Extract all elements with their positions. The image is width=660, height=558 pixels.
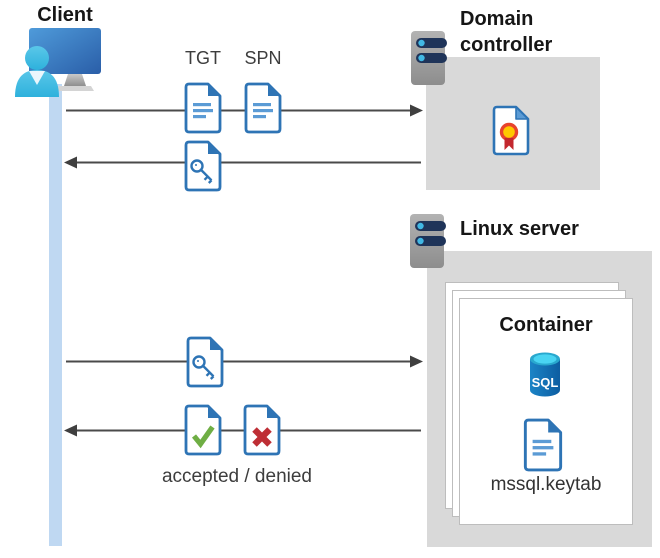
container-title: Container [499,314,593,336]
linux-server-label: Linux server [460,218,579,240]
certificate-icon [492,105,530,156]
sql-database-icon: SQL [530,352,560,397]
person-icon [15,46,59,97]
tgt-document-icon [184,82,222,134]
arrow-dc-to-client [64,156,421,169]
key-document-icon-linux [186,336,224,388]
client-label: Client [37,4,93,26]
tgt-label: TGT [185,48,221,68]
accepted-denied-label: accepted / denied [161,466,312,487]
container-page-front [459,298,633,525]
check-icon [191,425,215,449]
key-document-icon-dc [184,140,222,192]
accepted-document-icon [184,404,222,456]
spn-label: SPN [244,48,282,68]
keytab-document-icon [523,418,563,472]
client-lifeline [49,84,62,546]
spn-document-icon [244,82,282,134]
keytab-label: mssql.keytab [490,474,602,495]
arrow-client-to-linux [66,355,423,368]
linux-server-icon [410,214,446,268]
client-computer-user-icon [15,28,101,97]
domain-controller-label: Domain controller [460,8,553,56]
cross-icon [252,427,272,447]
denied-document-icon [243,404,281,456]
arrow-client-to-dc [66,104,423,117]
domain-controller-server-icon [411,31,447,85]
sql-label: SQL [532,375,559,390]
